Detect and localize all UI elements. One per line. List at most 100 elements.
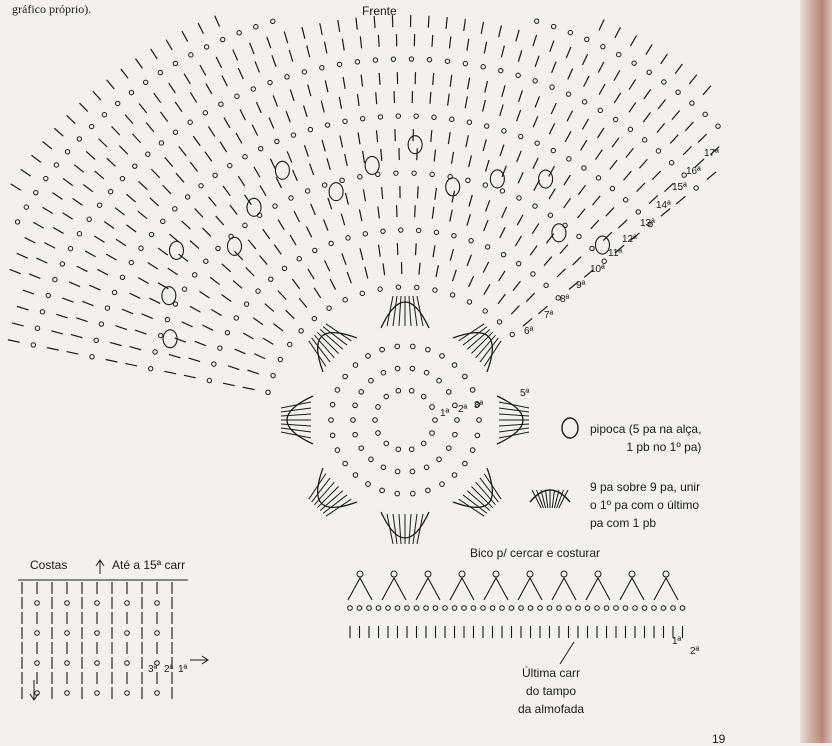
row-number-14: 14ª [656, 200, 671, 211]
chain-stitch [409, 57, 413, 61]
row-number-5: 5ª [520, 388, 529, 399]
legend-popcorn-text: pipoca (5 pa na alça, 1 pb no 1º pa) [590, 420, 701, 456]
double-stitch [432, 35, 433, 47]
double-stitch [347, 272, 351, 283]
double-stitch [376, 130, 377, 142]
double-stitch [216, 216, 224, 225]
chain-stitch [557, 606, 562, 611]
double-stitch [63, 213, 73, 219]
chain-stitch [108, 189, 112, 193]
chain-stitch [268, 80, 272, 84]
double-stitch [519, 90, 523, 101]
popcorn-stitch [365, 156, 379, 174]
chain-stitch [427, 58, 431, 62]
double-stitch [209, 197, 217, 206]
double-stitch [657, 123, 665, 132]
double-stitch [518, 50, 521, 61]
double-stitch [110, 342, 122, 345]
double-stitch [304, 105, 308, 116]
chain-stitch [351, 418, 356, 423]
chain-stitch [125, 661, 130, 666]
chain-stitch [291, 133, 295, 137]
double-stitch [67, 352, 79, 354]
double-stitch [363, 151, 365, 163]
chain-stitch [129, 90, 133, 94]
chain-stitch [452, 363, 457, 368]
double-stitch [467, 255, 471, 266]
chain-stitch [424, 370, 429, 375]
chain-stitch [481, 606, 486, 611]
chain-stitch [95, 661, 100, 666]
chain-stitch [158, 333, 162, 337]
chain-stitch [430, 172, 434, 176]
chain-stitch [501, 252, 505, 256]
chain-stitch [97, 203, 101, 207]
double-stitch [290, 90, 294, 101]
double-stitch [236, 133, 242, 143]
double-stitch [551, 103, 556, 114]
double-stitch [265, 304, 274, 312]
chain-stitch [243, 223, 247, 227]
popcorn-stitch [163, 330, 177, 348]
double-stitch [481, 22, 483, 34]
double-stitch [263, 338, 273, 344]
double-stitch [148, 263, 158, 269]
chain-stitch [378, 287, 382, 291]
double-stitch [116, 326, 127, 330]
chain-stitch [433, 288, 437, 292]
double-stitch [614, 93, 620, 103]
chain-stitch [90, 355, 94, 359]
double-stitch [269, 117, 274, 128]
double-stitch [703, 86, 711, 95]
double-stitch [567, 111, 572, 122]
double-stitch [63, 178, 73, 185]
double-stitch [211, 309, 221, 315]
chain-stitch [366, 482, 371, 487]
double-stitch [433, 245, 435, 257]
double-stitch [199, 291, 209, 298]
double-stitch [502, 207, 507, 218]
double-stitch [206, 84, 212, 94]
chain-stitch [244, 302, 248, 306]
double-stitch [270, 159, 275, 170]
double-stitch [467, 214, 470, 225]
chain-stitch [414, 606, 419, 611]
cluster-stitch-lines [532, 490, 568, 508]
chain-stitch [155, 601, 160, 606]
chain-stitch [165, 317, 169, 321]
double-stitch [557, 269, 566, 277]
chain-stitch [273, 204, 277, 208]
chain-stitch [366, 354, 371, 359]
double-stitch [533, 116, 538, 127]
double-stitch [190, 162, 197, 171]
double-stitch [484, 284, 490, 294]
double-stitch [286, 310, 295, 318]
chain-stitch [446, 390, 451, 395]
pointer-arrow [560, 642, 574, 664]
double-stitch [243, 333, 253, 339]
double-stitch [606, 207, 614, 216]
chain-stitch [133, 164, 137, 168]
double-stitch [160, 112, 167, 122]
chain-stitch [353, 432, 358, 437]
double-stitch [672, 110, 680, 119]
double-stitch [591, 220, 599, 229]
double-stitch [415, 205, 416, 217]
chain-stitch [533, 79, 537, 83]
double-stitch [169, 354, 181, 357]
petal-stitch [499, 408, 529, 412]
double-stitch [584, 76, 589, 87]
chain-stitch [582, 166, 586, 170]
double-stitch [189, 358, 200, 361]
double-stitch [308, 269, 314, 279]
double-stitch [190, 241, 199, 249]
double-stitch [485, 81, 488, 93]
double-stitch [612, 138, 619, 148]
double-stitch [29, 274, 40, 279]
chain-stitch [77, 232, 81, 236]
double-stitch [220, 142, 226, 152]
double-stitch [21, 169, 31, 176]
double-stitch [523, 318, 532, 326]
double-stitch [626, 148, 633, 157]
double-stitch [166, 40, 172, 50]
